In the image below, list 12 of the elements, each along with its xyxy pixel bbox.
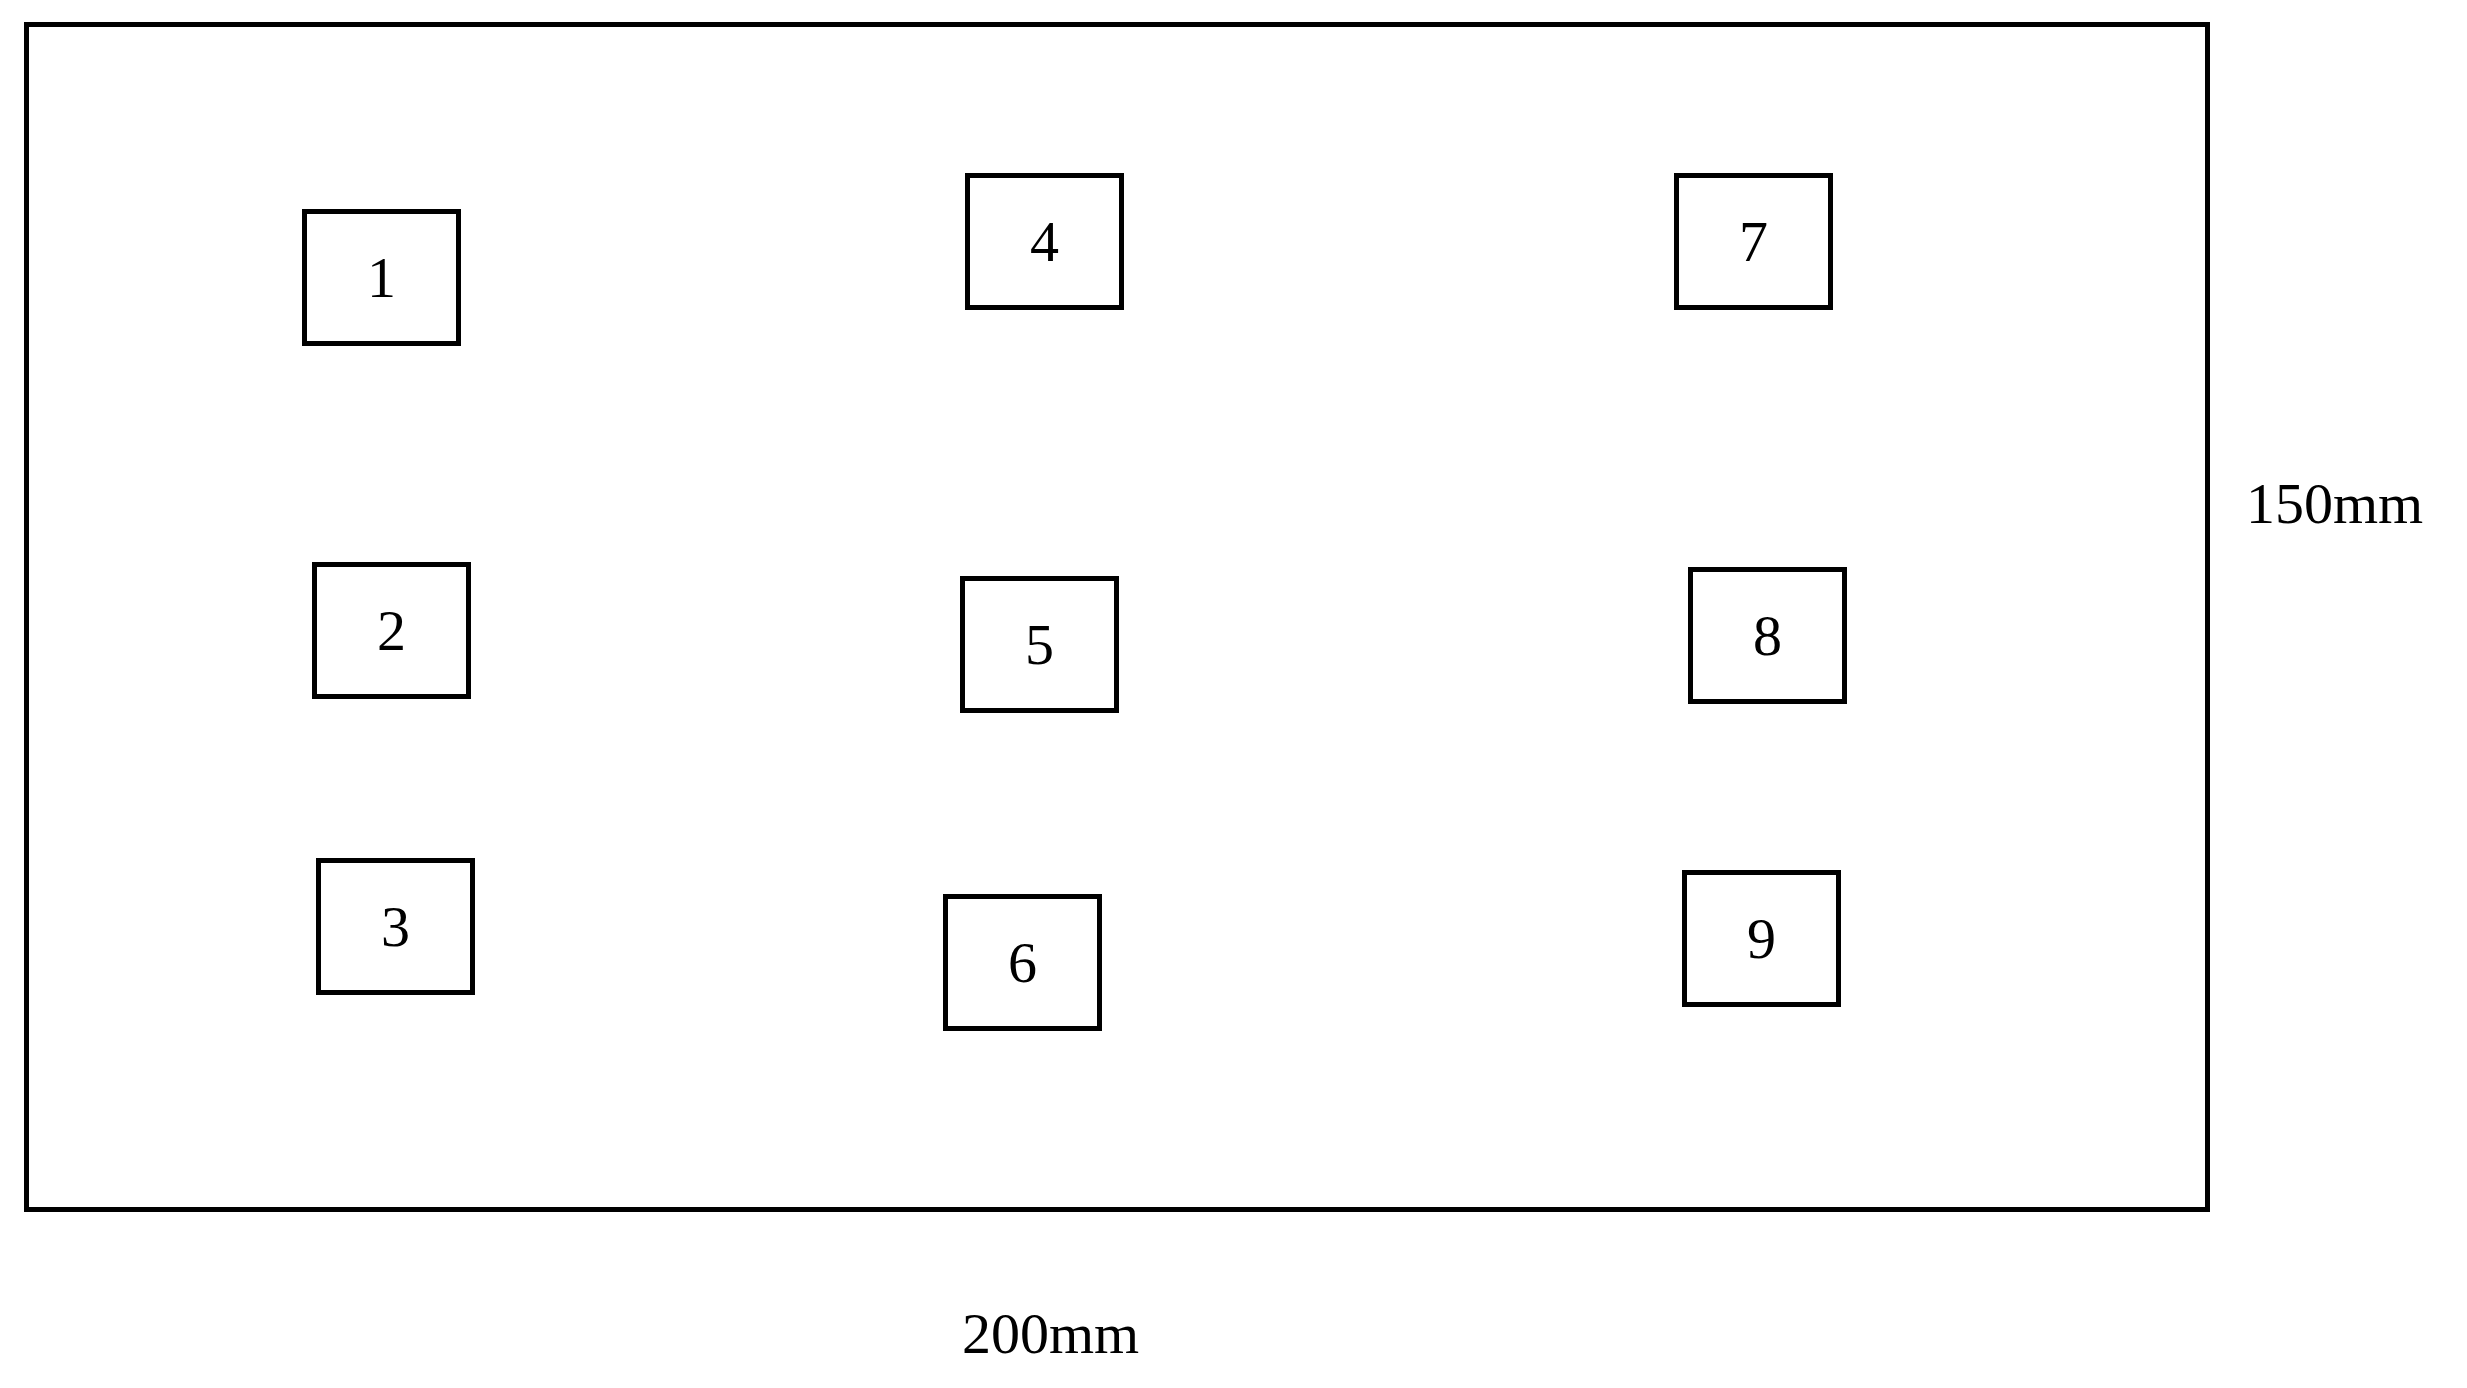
dimension-label: 150mm xyxy=(2246,470,2424,537)
numbered-box: 1 xyxy=(302,209,461,346)
numbered-box: 6 xyxy=(943,894,1102,1031)
numbered-box: 5 xyxy=(960,576,1119,713)
numbered-box: 7 xyxy=(1674,173,1833,310)
numbered-box: 9 xyxy=(1682,870,1841,1007)
frame-outline xyxy=(24,22,2210,1212)
dimension-label: 200mm xyxy=(962,1300,1140,1367)
numbered-box: 8 xyxy=(1688,567,1847,704)
numbered-box: 4 xyxy=(965,173,1124,310)
numbered-box: 3 xyxy=(316,858,475,995)
numbered-box: 2 xyxy=(312,562,471,699)
